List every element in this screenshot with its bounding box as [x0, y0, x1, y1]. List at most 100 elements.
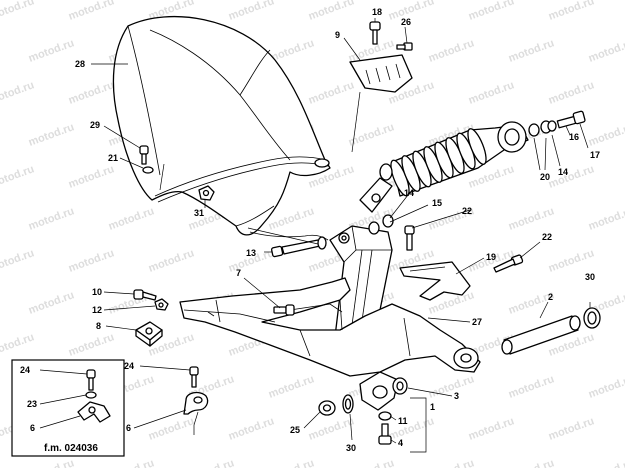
callout-15: 15	[432, 198, 442, 208]
watermark-text: motod.ru	[267, 373, 316, 401]
watermark-text: motod.ru	[507, 205, 556, 233]
shock-absorber-part	[359, 121, 529, 213]
watermark-text: motod.ru	[387, 415, 436, 443]
callout-25: 25	[290, 425, 300, 435]
watermark-text: motod.ru	[467, 415, 516, 443]
callout-23-inset: 23	[27, 399, 37, 409]
watermark-text: motod.ru	[0, 79, 36, 107]
callout-20: 20	[540, 172, 550, 182]
adjuster-block-8-part	[135, 321, 163, 347]
watermark-text: motod.ru	[507, 457, 556, 468]
callout-17: 17	[590, 150, 600, 160]
callout-14-middle: 14	[404, 188, 414, 198]
bracket-part	[349, 54, 413, 93]
callout-6-main: 6	[126, 423, 131, 433]
watermark-text: motod.ru	[347, 457, 396, 468]
bolt-22-right-part	[493, 254, 524, 273]
callout-29: 29	[90, 120, 100, 130]
callout-2: 2	[548, 292, 553, 302]
watermark-text: motod.ru	[27, 121, 76, 149]
callout-14-right: 14	[558, 167, 568, 177]
bolt-13-part	[270, 236, 327, 258]
watermark-text: motod.ru	[587, 205, 625, 233]
watermark-text: motod.ru	[147, 415, 196, 443]
watermark-text: motod.ru	[27, 205, 76, 233]
watermark-text: motod.ru	[0, 0, 36, 23]
watermark-text: motod.ru	[587, 121, 625, 149]
callout-16: 16	[569, 132, 579, 142]
watermark-text: motod.ru	[27, 457, 76, 468]
callout-30-lower: 30	[346, 443, 356, 453]
washer-21-part	[142, 166, 154, 174]
watermark-text: motod.ru	[427, 373, 476, 401]
watermark-text: motod.ru	[27, 37, 76, 65]
watermark-text: motod.ru	[427, 457, 476, 468]
callout-1: 1	[430, 402, 435, 412]
spring-coil	[467, 128, 487, 165]
swingarm-part	[179, 277, 481, 411]
callout-4: 4	[398, 438, 403, 448]
bolt-24-part	[189, 366, 199, 388]
callout-26: 26	[401, 17, 411, 27]
leader-lines	[39, 18, 591, 453]
bolt-22-upper-part	[404, 225, 415, 251]
callout-18: 18	[372, 7, 382, 17]
callout-21: 21	[108, 153, 118, 163]
watermark-text: motod.ru	[467, 79, 516, 107]
callout-labels: 18 26 9 28 29 21 31 20 14 16 17 14 15 22…	[20, 7, 600, 453]
clip-6-part	[183, 391, 209, 415]
chain-slider-part	[399, 261, 471, 301]
watermark-text: motod.ru	[67, 163, 116, 191]
callout-31: 31	[194, 208, 204, 218]
ring-30-lower-part	[342, 394, 354, 414]
figure-code: f.m. 024036	[44, 443, 98, 454]
watermark-text: motod.ru	[387, 0, 436, 23]
inset-spacer-23-part	[85, 391, 97, 399]
watermark-text: motod.ru	[507, 373, 556, 401]
callout-12: 12	[92, 305, 102, 315]
bushing-25-part	[318, 400, 336, 416]
bolt-7-part	[273, 304, 295, 316]
watermark-text: motod.ru	[587, 37, 625, 65]
callout-13: 13	[246, 248, 256, 258]
ring-30-right-part	[583, 307, 601, 329]
callout-7: 7	[236, 268, 241, 278]
callout-27: 27	[472, 317, 482, 327]
callout-3: 3	[454, 391, 459, 401]
watermark-text: motod.ru	[107, 205, 156, 233]
callout-24-inset: 24	[20, 365, 30, 375]
callout-19: 19	[486, 252, 496, 262]
watermark-text: motod.ru	[507, 37, 556, 65]
watermark-text: motod.ru	[267, 457, 316, 468]
washer-set-20-part	[528, 120, 557, 137]
watermark-text: motod.ru	[147, 247, 196, 275]
watermark-text: motod.ru	[67, 79, 116, 107]
bolt-10-part	[133, 289, 157, 301]
watermark-text: motod.ru	[547, 247, 596, 275]
callout-22-right: 22	[542, 232, 552, 242]
watermark-text: motod.ru	[587, 373, 625, 401]
nut-12-part	[154, 298, 169, 311]
screw-29-part	[139, 145, 149, 165]
watermark-text: motod.ru	[547, 0, 596, 23]
watermark-text: motod.ru	[0, 247, 36, 275]
callout-11: 11	[398, 416, 408, 426]
watermark-text: motod.ru	[467, 0, 516, 23]
watermark-text: motod.ru	[587, 457, 625, 468]
watermark-text: motod.ru	[67, 247, 116, 275]
watermark-text: motod.ru	[27, 289, 76, 317]
callout-24-main: 24	[124, 361, 134, 371]
watermark-text: motod.ru	[547, 415, 596, 443]
washer-11-part	[378, 411, 392, 421]
watermark-text: motod.ru	[107, 457, 156, 468]
screw-18-part	[369, 21, 381, 45]
watermark-text: motod.ru	[0, 163, 36, 191]
watermark-text: motod.ru	[307, 79, 356, 107]
ring-3-part	[392, 377, 408, 395]
bolt-17-part	[556, 110, 586, 129]
watermark-text: motod.ru	[427, 37, 476, 65]
callout-30-right: 30	[585, 272, 595, 282]
watermark-text: motod.ru	[547, 163, 596, 191]
inset-detail-box	[11, 359, 125, 457]
